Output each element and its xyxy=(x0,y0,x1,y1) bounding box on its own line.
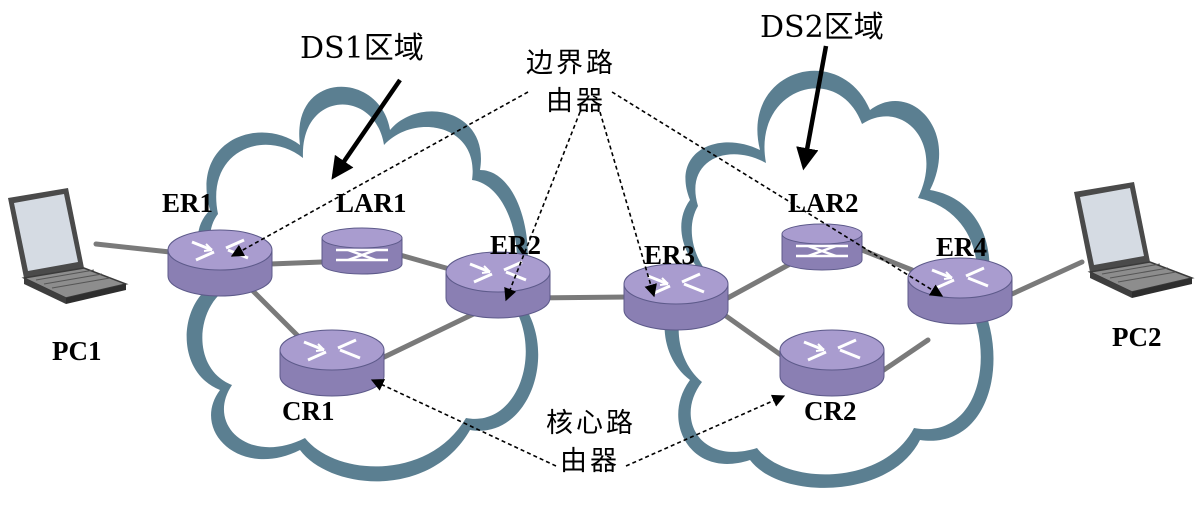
ds1-cloud xyxy=(186,86,539,482)
arrow-core-to-cr2 xyxy=(625,394,786,467)
link-pc1-er1 xyxy=(93,241,173,255)
link-er4-pc2 xyxy=(1009,259,1085,297)
ds2-cloud xyxy=(664,70,994,488)
links xyxy=(93,241,1085,381)
edge-router-label-line1: 边界路 xyxy=(526,48,616,79)
core-router-label-line1: 核心路 xyxy=(546,408,636,439)
lar2-switch-icon xyxy=(780,222,864,272)
link-lar2-er4 xyxy=(859,247,915,273)
arrow-ds2-region xyxy=(796,45,829,171)
er4-label: ER4 xyxy=(936,232,987,262)
pc2-laptop-icon xyxy=(1073,181,1193,299)
cr1-label: CR1 xyxy=(282,396,335,426)
er3-router-icon xyxy=(622,262,730,332)
link-er1-cr1 xyxy=(245,283,309,347)
pc2-label: PC2 xyxy=(1112,322,1162,352)
lar1-label: LAR1 xyxy=(336,188,407,218)
er2-router-icon xyxy=(444,250,552,320)
link-er3-cr2 xyxy=(723,313,791,363)
cr2-label: CR2 xyxy=(804,396,857,426)
lar2-label: LAR2 xyxy=(788,188,859,218)
arrow-edge-to-er3 xyxy=(599,111,657,298)
er4-router-icon xyxy=(906,256,1014,326)
arrow-ds1-region xyxy=(331,78,402,180)
pc1-label: PC1 xyxy=(52,336,102,366)
annotation-arrows xyxy=(230,91,944,467)
lar1-switch-icon xyxy=(320,226,404,276)
link-er1-lar1 xyxy=(267,259,325,267)
edge-router-label-line2: 由器 xyxy=(546,86,606,117)
ds2-region-label: DS2区域 xyxy=(760,10,884,45)
er2-label: ER2 xyxy=(490,230,541,260)
link-er3-lar2 xyxy=(721,261,793,303)
core-router-label-line2: 由器 xyxy=(560,446,620,477)
er1-label: ER1 xyxy=(162,188,213,218)
cr2-router-icon xyxy=(778,328,886,398)
er1-router-icon xyxy=(166,228,274,298)
arrow-core-to-cr1 xyxy=(370,379,557,467)
cr1-router-icon xyxy=(278,328,386,398)
arrow-edge-to-er2 xyxy=(504,111,581,302)
arrow-edge-to-er4 xyxy=(611,91,944,297)
ds1-region-label: DS1区域 xyxy=(300,31,424,66)
er3-label: ER3 xyxy=(644,240,695,270)
arrow-edge-to-er1 xyxy=(230,91,529,257)
